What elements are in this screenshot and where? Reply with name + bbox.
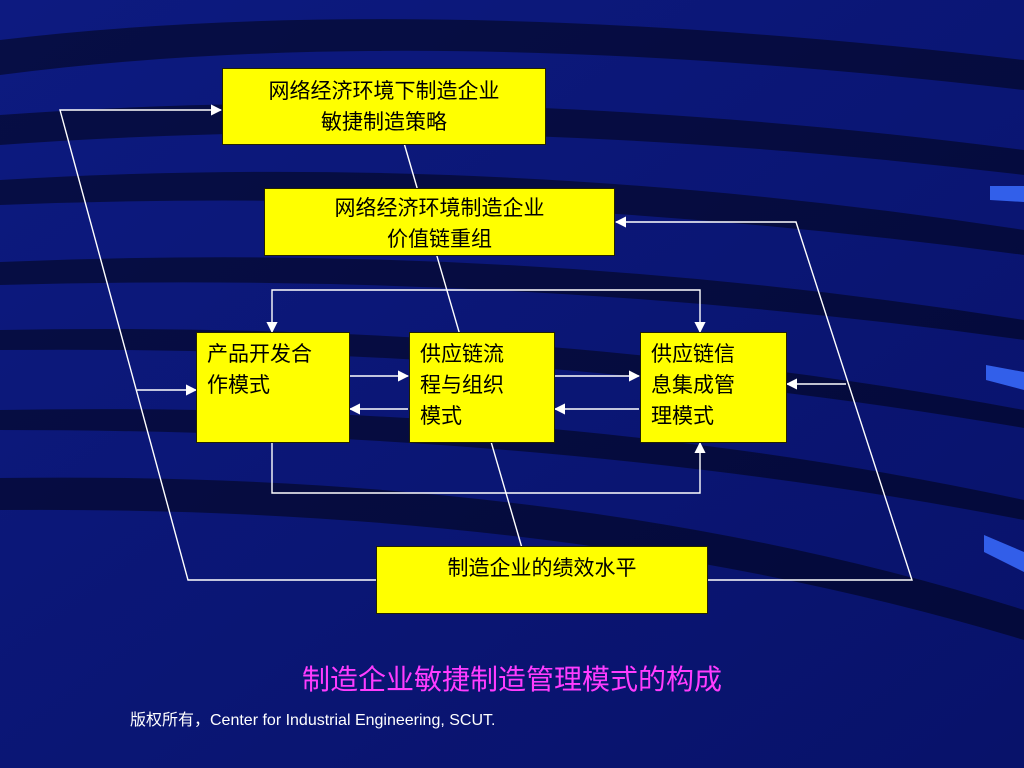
node-supply-chain-info: 供应链信 息集成管 理模式 [640, 332, 787, 443]
bottom-loop-line [271, 441, 706, 494]
node-strategy-line-2: 敏捷制造策略 [321, 110, 447, 134]
node-supply-chain-info-line-3: 理模式 [651, 404, 714, 428]
node-value-chain-line-2: 价值链重组 [387, 227, 492, 251]
top-loop-line [266, 289, 706, 334]
node-performance: 制造企业的绩效水平 [376, 546, 708, 614]
node-value-chain: 网络经济环境制造企业 价值链重组 [264, 188, 615, 256]
node-product-dev: 产品开发合 作模式 [196, 332, 350, 443]
node-strategy-line-1: 网络经济环境下制造企业 [268, 79, 500, 103]
node-supply-chain-info-line-2: 息集成管 [651, 373, 735, 397]
node-supply-chain-process-line-1: 供应链流 [420, 342, 504, 366]
node-supply-chain-process-line-3: 模式 [420, 404, 462, 428]
node-supply-chain-process-line-2: 程与组织 [420, 373, 504, 397]
node-supply-chain-info-line-1: 供应链信 [651, 342, 735, 366]
node-value-chain-line-1: 网络经济环境制造企业 [334, 196, 545, 220]
node-supply-chain-process: 供应链流 程与组织 模式 [409, 332, 555, 443]
node-product-dev-line-1: 产品开发合 [207, 342, 312, 366]
node-strategy: 网络经济环境下制造企业 敏捷制造策略 [222, 68, 546, 145]
copyright-notice: 版权所有，Center for Industrial Engineering, … [130, 712, 496, 729]
diagram-caption: 制造企业敏捷制造管理模式的构成 [301, 663, 722, 696]
node-performance-line-1: 制造企业的绩效水平 [447, 556, 637, 580]
right-loop-line [614, 216, 913, 581]
node-product-dev-line-2: 作模式 [207, 373, 270, 397]
left-loop-line [59, 104, 378, 581]
